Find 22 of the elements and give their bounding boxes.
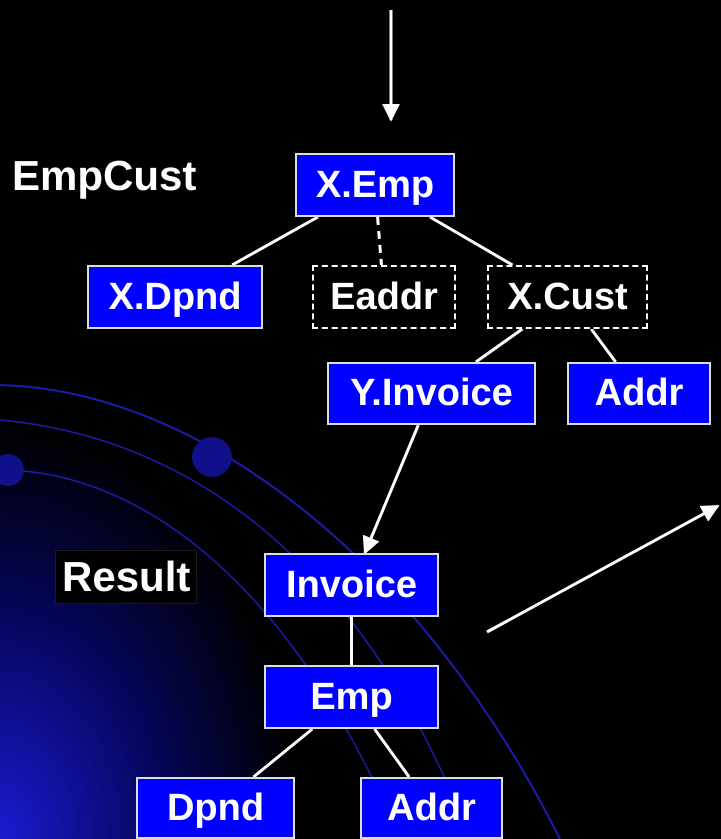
connector-line <box>350 617 353 665</box>
tree-node-box: Emp <box>264 665 439 729</box>
tree-node-box: X.Dpnd <box>87 265 263 329</box>
connector-line <box>376 216 383 266</box>
connector-line <box>590 328 617 363</box>
connector-line <box>429 216 514 266</box>
tree-title: EmpCust <box>12 152 196 200</box>
tree-title: Result <box>55 550 198 604</box>
dashed-box: Eaddr <box>312 265 456 329</box>
arrow <box>362 424 420 555</box>
tree-node-box: Addr <box>360 777 503 839</box>
tree-node-box: Dpnd <box>136 777 295 839</box>
tree-node-box: Invoice <box>264 553 439 617</box>
connector-line <box>373 728 410 778</box>
tree-node-box: Y.Invoice <box>327 362 536 425</box>
arrow <box>382 10 400 122</box>
dashed-box: X.Cust <box>487 265 648 329</box>
connector-line <box>231 216 319 266</box>
connector-line <box>252 728 314 778</box>
tree-node-box: X.Emp <box>295 153 455 217</box>
tree-node-box: Addr <box>567 362 711 425</box>
connector-line <box>475 328 524 364</box>
